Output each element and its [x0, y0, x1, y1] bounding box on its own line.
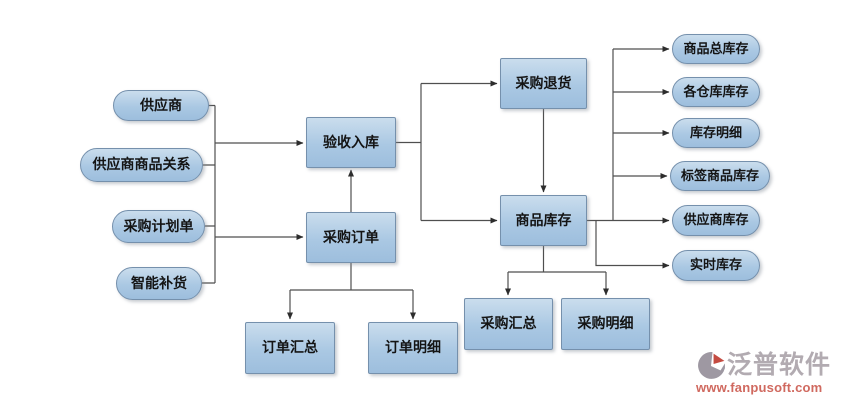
node-purchase-plan: 采购计划单 — [112, 210, 205, 243]
brand-url: www.fanpusoft.com — [696, 380, 823, 395]
node-supplier-inventory: 供应商库存 — [672, 205, 760, 236]
node-purchase-detail: 采购明细 — [561, 298, 650, 350]
node-supplier-product-relation: 供应商商品关系 — [80, 148, 203, 182]
brand-name: 泛普软件 — [727, 351, 832, 379]
node-warehouse-inventory: 各仓库库存 — [672, 77, 760, 107]
node-order-detail: 订单明细 — [368, 322, 458, 374]
node-purchase-return: 采购退货 — [500, 58, 587, 109]
node-order-summary: 订单汇总 — [245, 322, 335, 374]
node-purchase-order: 采购订单 — [306, 212, 396, 263]
node-total-product-inventory: 商品总库存 — [672, 34, 760, 64]
node-acceptance-warehousing: 验收入库 — [306, 117, 396, 168]
node-product-inventory: 商品库存 — [500, 195, 587, 246]
node-purchase-summary: 采购汇总 — [464, 298, 553, 350]
node-supplier: 供应商 — [113, 90, 209, 121]
node-realtime-inventory: 实时库存 — [672, 250, 760, 281]
fanpu-logo-icon — [696, 350, 727, 381]
brand-watermark: 泛普软件 www.fanpusoft.com — [696, 350, 838, 395]
node-inventory-detail: 库存明细 — [672, 118, 760, 148]
node-tagged-product-inventory: 标签商品库存 — [670, 161, 770, 191]
node-smart-replenishment: 智能补货 — [116, 267, 202, 300]
